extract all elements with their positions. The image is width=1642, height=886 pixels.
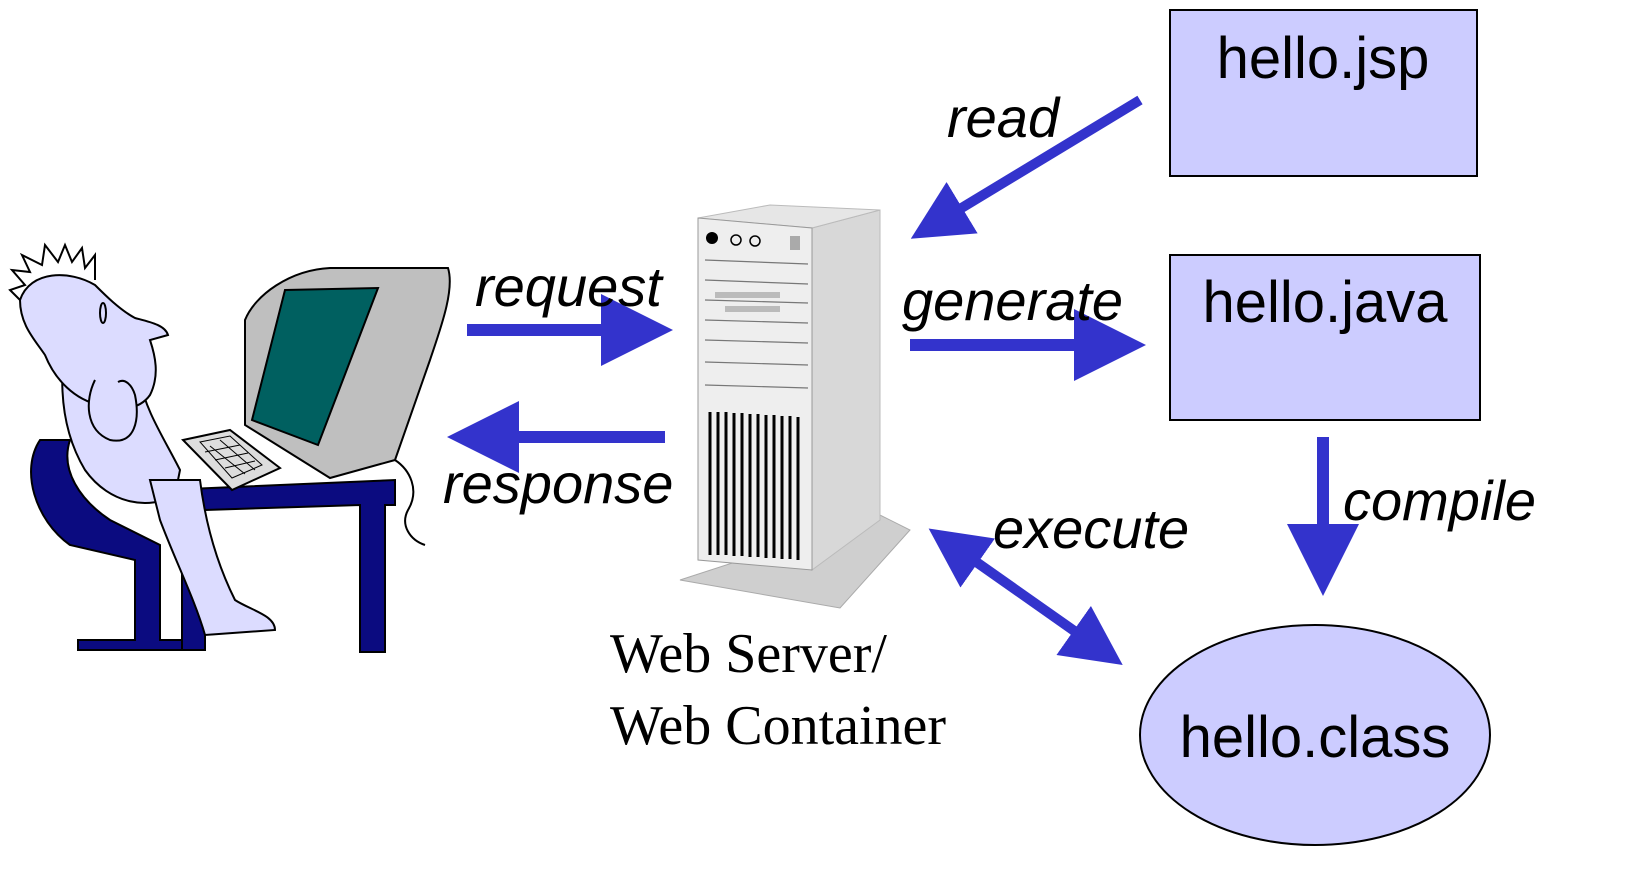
generate-label: generate — [902, 269, 1123, 332]
server-caption-line2: Web Container — [610, 695, 946, 757]
hello-jsp-label: hello.jsp — [1217, 26, 1430, 91]
compile-label: compile — [1343, 469, 1536, 532]
hello-class-label: hello.class — [1180, 705, 1451, 770]
hello-java-box: hello.java — [1169, 254, 1481, 421]
response-label: response — [443, 452, 673, 515]
hello-class-ellipse: hello.class — [1139, 624, 1491, 846]
hello-java-label: hello.java — [1202, 270, 1448, 335]
person-at-computer-icon — [8, 242, 451, 653]
execute-arrow — [928, 528, 1123, 666]
request-label: request — [475, 255, 664, 318]
hello-jsp-box: hello.jsp — [1169, 9, 1478, 177]
execute-label: execute — [993, 497, 1189, 560]
server-caption-line1: Web Server/ — [610, 623, 887, 685]
read-arrow — [910, 95, 1143, 239]
read-label: read — [947, 86, 1061, 149]
server-tower-icon — [679, 204, 911, 609]
